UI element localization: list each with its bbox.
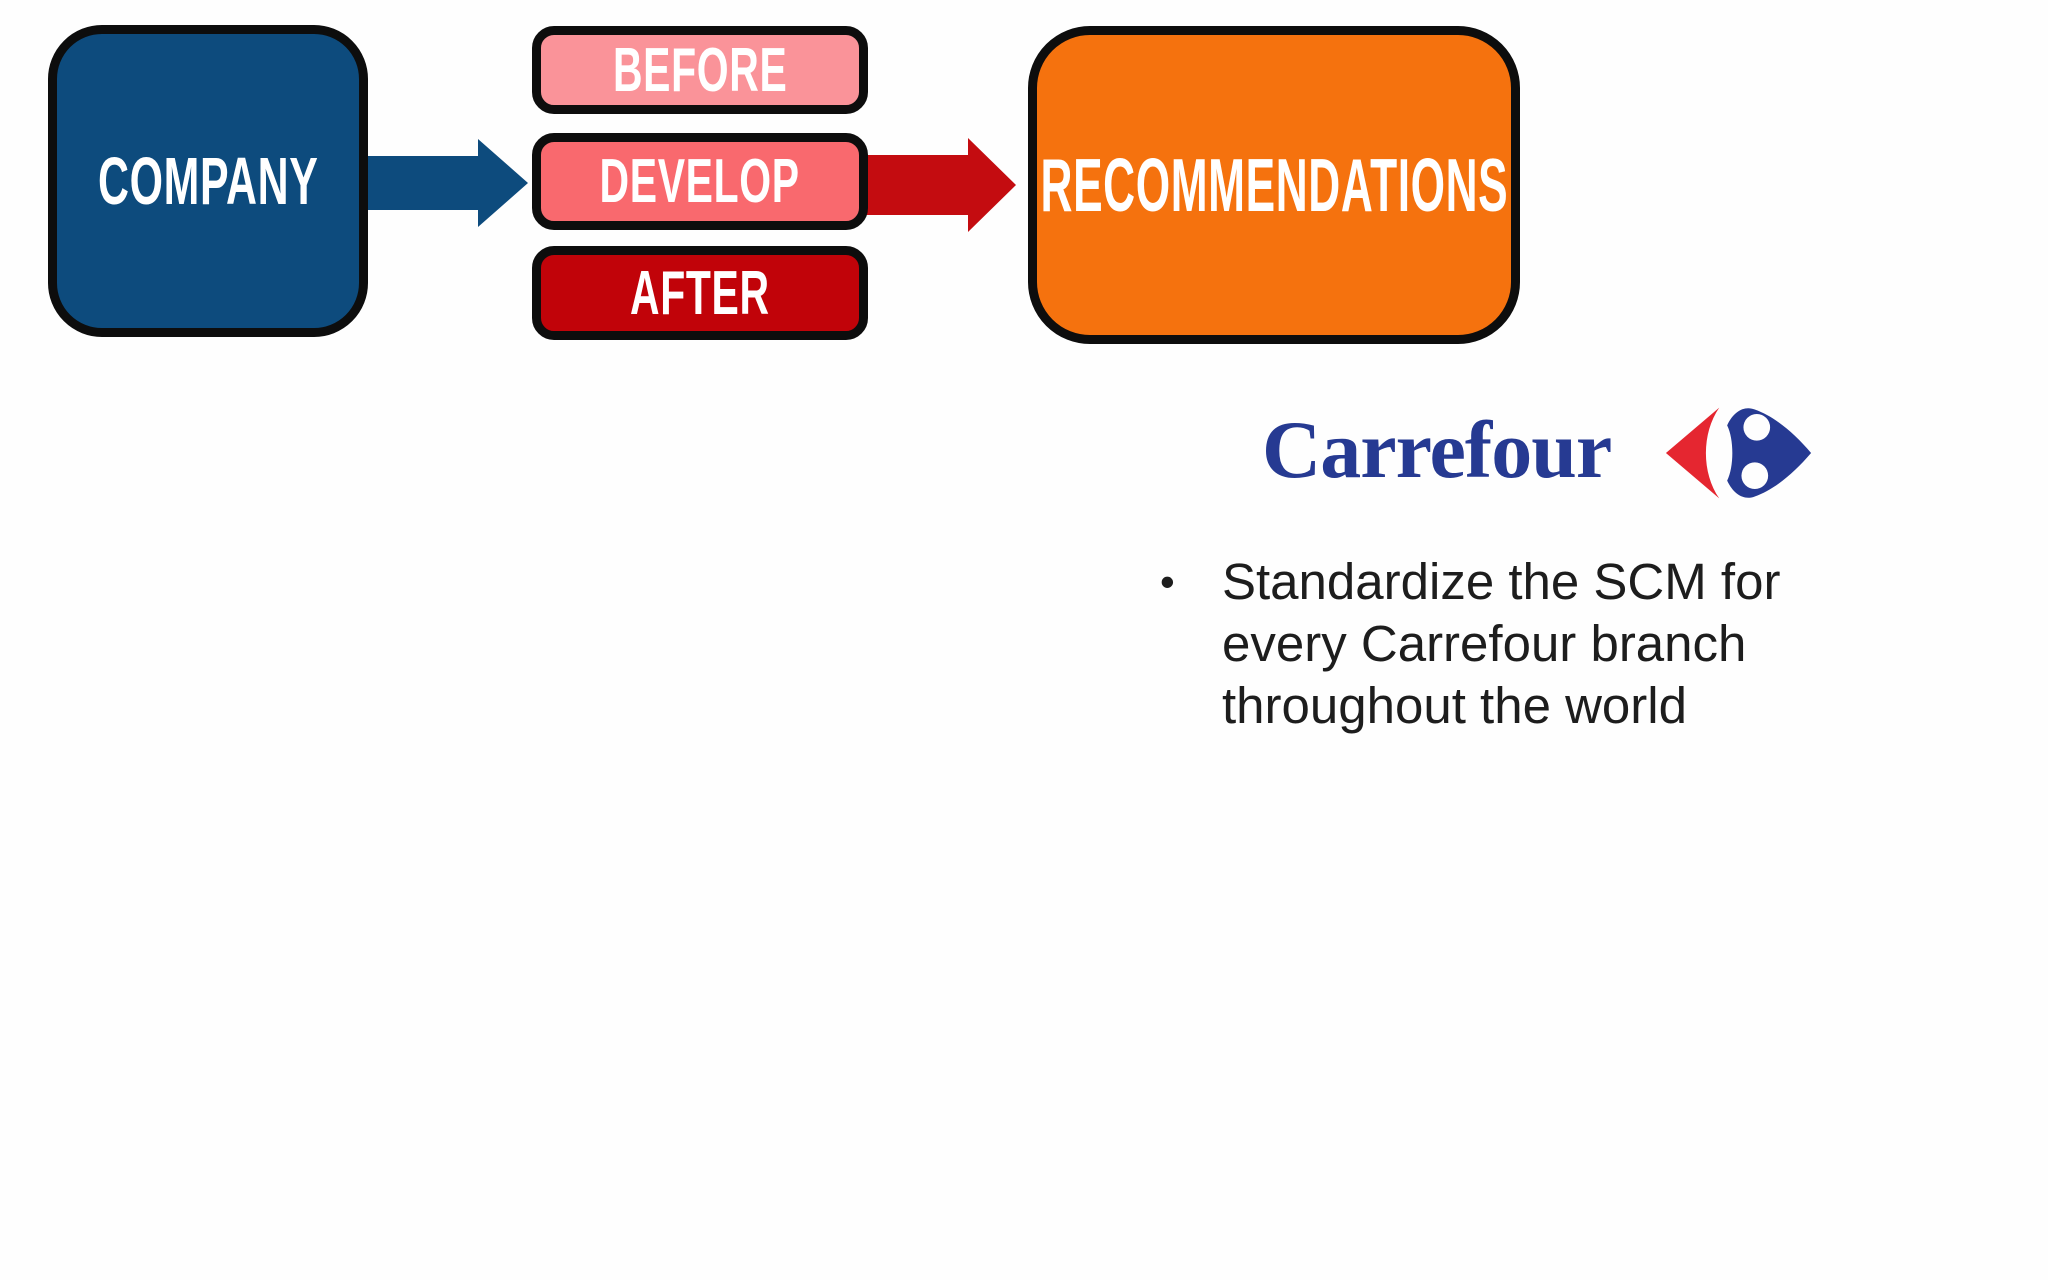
bullet-marker: • xyxy=(1160,558,1175,605)
company-box: COMPANY xyxy=(48,25,368,337)
carrefour-logo-mark-icon xyxy=(1665,407,1812,499)
stage-develop-label: DEVELOP xyxy=(599,147,801,216)
recommendations-box: RECOMMENDATIONS xyxy=(1028,26,1520,344)
stage-box-develop: DEVELOP xyxy=(532,133,868,230)
company-label: COMPANY xyxy=(97,143,319,219)
blue-flow-arrow-icon xyxy=(366,139,528,227)
stage-before-label: BEFORE xyxy=(612,35,788,105)
stage-box-after: AFTER xyxy=(532,246,868,340)
bullet-text: Standardize the SCM for every Carrefour … xyxy=(1222,553,1781,734)
stage-after-label: AFTER xyxy=(630,258,770,328)
carrefour-wordmark: Carrefour xyxy=(1262,404,1612,495)
red-flow-arrow-icon xyxy=(866,138,1016,232)
bullet-item: • Standardize the SCM for every Carrefou… xyxy=(1150,551,1867,737)
stage-box-before: BEFORE xyxy=(532,26,868,114)
recommendations-label: RECOMMENDATIONS xyxy=(1040,143,1508,227)
